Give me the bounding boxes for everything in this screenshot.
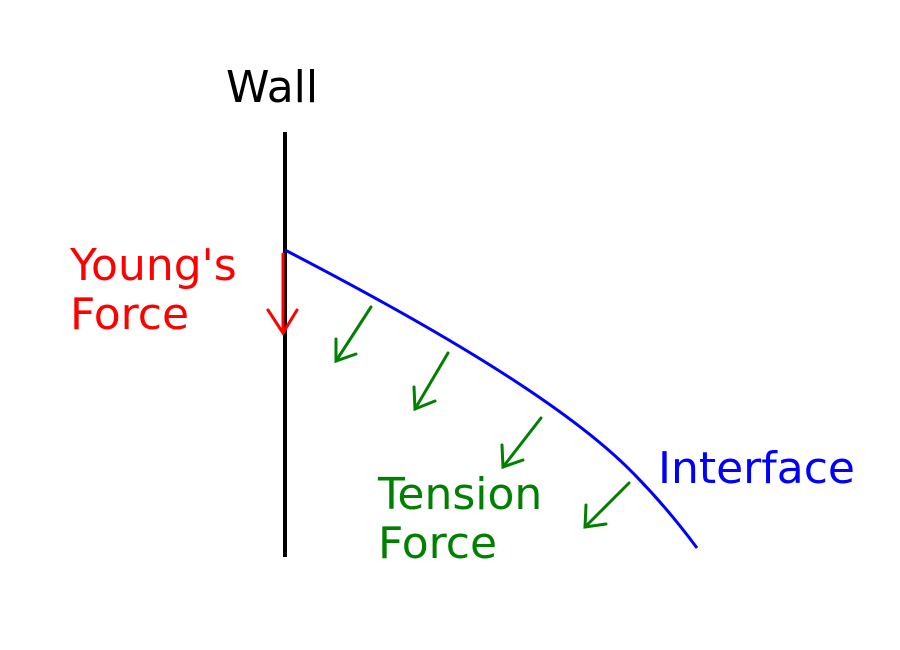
interface-label-text: Interface [658,443,855,494]
youngs-force-arrow [266,252,299,336]
tension-force-label-line1: Tension [378,469,543,520]
tension-force-arrow [500,416,543,470]
tension-force-label-line2: Force [378,518,498,570]
wall-label-text: Wall [226,62,319,113]
interface-curve [284,248,699,549]
wall-label: Wall [226,62,319,113]
youngs-force-label-line1: Young's [70,240,237,291]
tension-force-label: Tension Force [378,470,542,569]
youngs-force-label-line2: Force [70,289,190,341]
youngs-force-label: Young's Force [70,241,237,340]
tension-force-arrow [334,305,373,364]
interface-label: Interface [658,443,855,494]
tension-force-arrow [583,481,631,529]
tension-force-arrow [412,351,450,412]
